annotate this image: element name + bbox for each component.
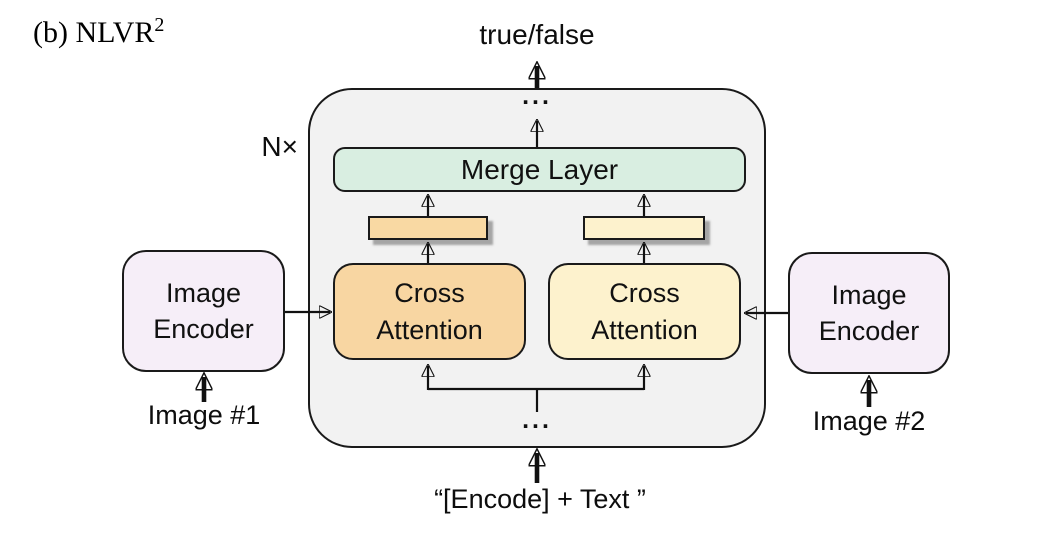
output-label: true/false — [479, 19, 595, 50]
image-encoder-right-label: Image Encoder — [818, 279, 920, 346]
cross-attention-left-label: Cross Attention — [376, 278, 483, 345]
cross-attention-right-box: Cross Attention — [548, 263, 741, 360]
merge-layer-box: Merge Layer — [333, 147, 746, 192]
image-encoder-right-box: Image Encoder — [788, 252, 950, 374]
cross-attention-right-label: Cross Attention — [591, 278, 698, 345]
cross-attention-left-box: Cross Attention — [333, 263, 526, 360]
merge-layer-label: Merge Layer — [460, 153, 619, 185]
ellipsis-top: ... — [522, 82, 552, 110]
image1-label: Image #1 — [147, 400, 261, 430]
adapter-block-right — [583, 216, 705, 240]
text-input-label: “[Encode] + Text ” — [434, 484, 646, 514]
figure-caption-superscript: 2 — [154, 14, 165, 36]
image-encoder-left-label: Image Encoder — [153, 277, 254, 344]
repeat-count-label: N× — [261, 131, 298, 162]
adapter-block-left — [368, 216, 488, 240]
figure-caption-text: (b) NLVR — [33, 16, 155, 49]
image-encoder-left-box: Image Encoder — [122, 250, 285, 372]
ellipsis-bottom: ... — [522, 406, 552, 434]
image2-label: Image #2 — [812, 406, 926, 436]
figure-caption: (b) NLVR2 — [33, 14, 164, 50]
